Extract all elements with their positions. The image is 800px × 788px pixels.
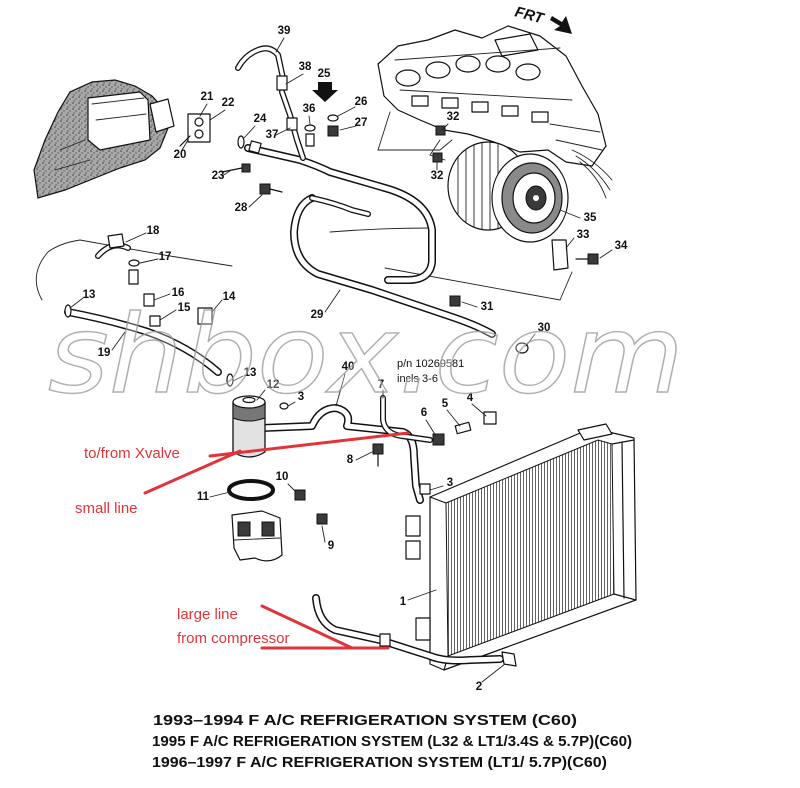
part-number: p/n 10269581 [397,358,464,370]
callout-39: 39 [278,25,291,37]
caption: 1993–1994 F A/C REFRIGERATION SYSTEM (C6… [152,713,632,771]
callout-3-upper: 3 [298,391,304,403]
callout-28: 28 [235,202,248,214]
engine [377,25,613,199]
callout-18: 18 [147,225,160,237]
annotation-small-line: small line [75,500,138,517]
callout-30: 30 [538,322,551,334]
callout-25: 25 [318,68,331,80]
callout-10: 10 [276,471,289,483]
red-annotations: to/from Xvalve small line large line fro… [75,431,410,650]
callout-20: 20 [174,149,187,161]
front-indicator: FRT [513,3,572,34]
callout-13-left: 13 [83,289,96,301]
callout-14: 14 [223,291,236,303]
arrow-front-icon [550,16,572,34]
small-line-pointer [143,449,242,495]
frt-label: FRT [513,3,547,27]
suction-pipe-upper [248,148,432,280]
callout-35: 35 [584,212,597,224]
callout-21: 21 [201,91,214,103]
callout-40: 40 [342,361,355,373]
callout-12: 12 [267,379,280,391]
callout-29: 29 [311,309,324,321]
callout-17: 17 [159,251,172,263]
callout-33: 33 [577,229,590,241]
large-line-pointer [260,604,354,650]
part-number-note: p/n 10269581 incls 3-6 [397,358,464,385]
pipe-40 [262,408,420,500]
part-number-includes: incls 3-6 [397,373,438,385]
callout-31: 31 [481,301,494,313]
annotation-from-compressor: from compressor [177,630,290,647]
callout-9: 9 [328,540,334,552]
callout-34: 34 [615,240,628,252]
accumulator-bracket [227,479,283,562]
thin-lines [35,227,573,301]
caption-line-2: 1995 F A/C REFRIGERATION SYSTEM (L32 & L… [152,734,632,750]
ac-compressor [429,139,569,243]
callout-24: 24 [254,113,267,125]
callouts: 39 38 25 21 22 24 36 26 27 37 20 23 28 3… [83,25,628,693]
callout-23: 23 [212,170,225,182]
callout-8: 8 [347,454,354,466]
callout-32-upper: 32 [447,111,460,123]
callout-26: 26 [355,96,368,108]
callout-27: 27 [355,117,368,129]
callout-7: 7 [378,379,384,391]
callout-1: 1 [400,596,407,608]
leader-lines [69,37,613,683]
callout-38: 38 [299,61,312,73]
callout-37: 37 [266,129,279,141]
xvalve-pointer [208,431,410,458]
callout-11: 11 [197,491,210,503]
accumulator [232,395,266,458]
callout-32-lower: 32 [431,170,444,182]
callout-2: 2 [476,681,482,693]
callout-15: 15 [178,302,191,314]
caption-line-1: 1993–1994 F A/C REFRIGERATION SYSTEM (C6… [153,713,577,729]
annotation-xvalve: to/from Xvalve [84,445,180,462]
callout-3-lower: 3 [447,477,453,489]
callout-5: 5 [442,398,449,410]
arrow-down-icon [312,82,338,102]
hose-39 [238,48,283,78]
callout-13-center: 13 [244,367,257,379]
fittings [64,75,599,667]
callout-4: 4 [467,392,474,404]
annotation-large-line: large line [177,606,238,623]
callout-36: 36 [303,103,316,115]
callout-19: 19 [98,347,111,359]
condenser [405,423,637,671]
caption-line-3: 1996–1997 F A/C REFRIGERATION SYSTEM (LT… [152,755,607,771]
callout-16: 16 [172,287,185,299]
evaporator-case [33,79,175,199]
watermark: shbox.com [48,293,684,418]
callout-6: 6 [421,407,427,419]
callout-22: 22 [222,97,235,109]
